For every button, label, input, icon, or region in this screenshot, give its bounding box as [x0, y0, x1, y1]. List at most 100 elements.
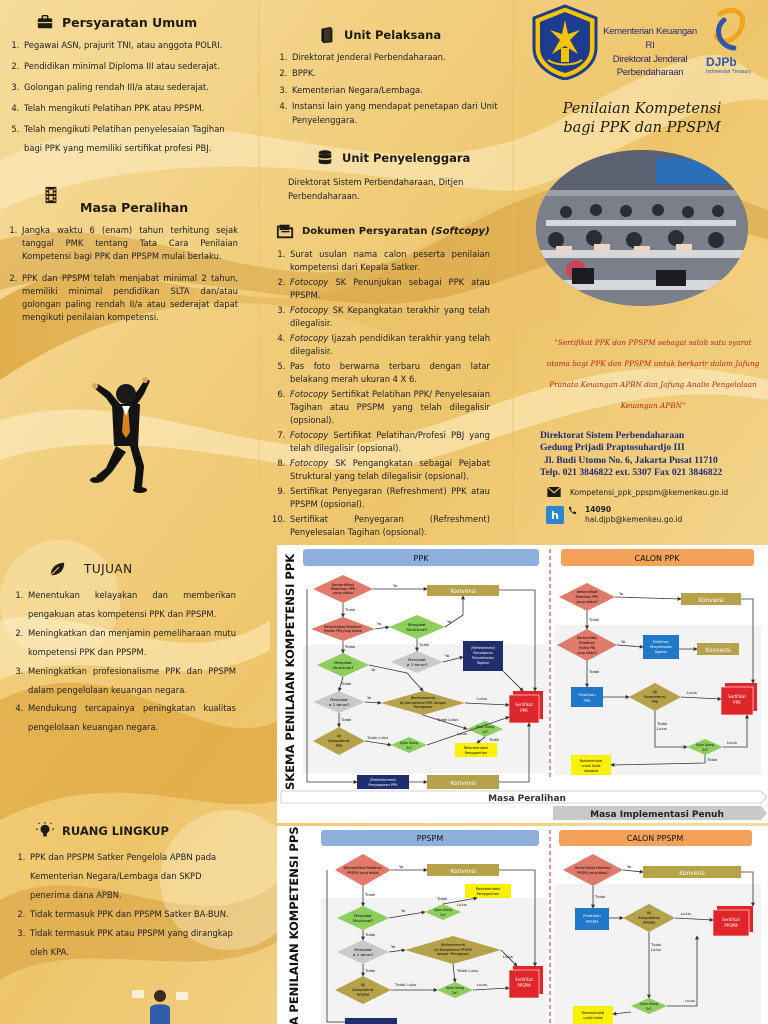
decision-two-years-a: Menjabat ≥ 2 tahun?: [391, 651, 443, 673]
list-item: Kementerian Negara/Lembaga.: [290, 83, 504, 97]
list-item-text: SK Pengangkatan sebagai Pejabat Struktur…: [290, 458, 490, 482]
phone-contact: h 14090 hai.djpb@kemenkeu.go.id: [546, 505, 682, 525]
envelope-icon: [546, 484, 562, 500]
svg-text:diangkat: diangkat: [584, 769, 599, 773]
list-item: Fotocopy SK Kepangkatan terakhir yang te…: [288, 304, 490, 330]
svg-text:(Refreshment): (Refreshment): [471, 646, 495, 650]
list-item-emphasis: Fotocopy: [290, 458, 329, 469]
ppk-header: [303, 549, 539, 566]
decision-certified-pbj: Bersertifikat Pelatihan Profesi PBJ yang…: [311, 617, 375, 641]
calon-ppk-header-label: CALON PPK: [635, 554, 681, 563]
calon-recommendation-box: Rekomendasi untuk tidak diangkat: [571, 755, 611, 775]
phone-number[interactable]: 14090: [585, 505, 612, 514]
calon-certificate-ppk-box: Sertifikat PPK: [720, 683, 757, 716]
list-item: Pas foto berwarna terbaru dengan latar b…: [288, 360, 490, 386]
svg-text:Kompetensi: Kompetensi: [352, 988, 373, 992]
svg-text:Tidak: Tidak: [364, 892, 376, 897]
svg-text:PPSPM: PPSPM: [517, 983, 531, 988]
refreshment-box-partial: [345, 1018, 397, 1024]
svg-text:Rekomendasi: Rekomendasi: [464, 746, 488, 750]
svg-text:Tagihan: Tagihan: [476, 661, 490, 665]
kemenkeu-logo: [528, 4, 602, 81]
calon-decision-certified-ppk: Bersertifikat Pelatihan PPK yang diakui?: [559, 583, 615, 611]
section-heading-masa-peralihan: [42, 186, 60, 204]
svg-text:Penugasan: Penugasan: [414, 705, 433, 709]
svg-text:Masa Implementasi Penuh: Masa Implementasi Penuh: [590, 810, 724, 820]
svg-text:Konversi: Konversi: [450, 868, 476, 875]
svg-text:2x?: 2x?: [482, 730, 488, 734]
svg-text:Menjabat: Menjabat: [330, 697, 348, 702]
svg-text:Tidak: Tidak: [706, 757, 718, 762]
list-item-emphasis: Fotocopy: [290, 333, 329, 344]
column-units: Unit Pelaksana Direktorat Jenderal Perbe…: [268, 0, 503, 540]
svg-text:Bersertifikat Pelatihan: Bersertifikat Pelatihan: [344, 866, 382, 870]
svg-text:Bersertifikat: Bersertifikat: [577, 636, 597, 640]
svg-text:Uji: Uji: [653, 690, 658, 694]
svg-text:dengan Penugasan: dengan Penugasan: [437, 952, 469, 956]
list-item: Fotocopy Sertifikat Pelatihan/Profesi PB…: [288, 429, 490, 455]
svg-text:PPK: PPK: [583, 698, 591, 703]
organizer-unit-text: Direktorat Sistem Perbendaharaan, Ditjen…: [288, 177, 464, 201]
svg-text:Menjabat: Menjabat: [354, 947, 372, 952]
section-heading-tujuan: TUJUAN: [48, 560, 133, 578]
calon-training-tagihan-box: Pelatihan Penyelesaian Tagihan: [643, 635, 679, 659]
svg-text:Ya: Ya: [401, 908, 405, 913]
list-item-emphasis: Fotocopy: [290, 277, 329, 288]
transition-period-list: Jangka waktu 6 (enam) tahun terhitung se…: [2, 224, 238, 329]
svg-text:Uji Kompetensi PPSPM: Uji Kompetensi PPSPM: [434, 948, 472, 952]
lightbulb-icon: [36, 822, 54, 840]
svg-text:Ya: Ya: [391, 944, 395, 949]
phone-icon: [568, 506, 577, 515]
section-heading-ruang-lingkup: RUANG LINGKUP: [36, 822, 169, 840]
decision-refreshment-assessment: (Refreshment) Uji Kompetensi PPK dengan …: [381, 691, 465, 715]
brochure-title: Penilaian Kompetensi bagi PPK dan PPSPM: [542, 100, 742, 138]
svg-text:Profesi PBJ: Profesi PBJ: [579, 646, 596, 650]
svg-text:Tidak: Tidak: [488, 737, 500, 742]
svg-text:Bersertifikat Pelatihan: Bersertifikat Pelatihan: [324, 625, 362, 629]
svg-text:Konversi: Konversi: [705, 647, 731, 654]
svg-text:Rekomendasi: Rekomendasi: [476, 887, 500, 891]
list-item: Tidak termasuk PPK atau PPSPM yang diran…: [28, 924, 236, 962]
ppk-assessment-scheme-diagram: SKEMA PENILAIAN KOMPETENSI PPK PPK CALON…: [277, 545, 768, 823]
decision-structural-a: Menjabat Struktural?: [389, 615, 445, 639]
list-item: Pendidikan minimal Diploma III atau sede…: [22, 57, 240, 76]
address-line: Jl. Budi Utomo No. 6, Jakarta Pusat 1171…: [544, 454, 718, 466]
svg-text:yang diakui?: yang diakui?: [577, 651, 597, 655]
svg-text:Kompetensi: Kompetensi: [328, 739, 349, 743]
scope-list: PPK dan PPSPM Satker Pengelola APBN pada…: [10, 848, 236, 961]
svg-text:PPK: PPK: [336, 744, 343, 748]
calon-conversion-box-mid: Konversi: [697, 643, 739, 655]
general-requirements-list: Pegawai ASN, prajurit TNI, atau anggota …: [4, 36, 240, 159]
title-line: bagi PPK dan PPSPM: [563, 119, 721, 136]
svg-text:Menjabat: Menjabat: [408, 622, 426, 627]
list-item-text: Sertifikat Pelatihan PPK/ Penyelesaian T…: [290, 389, 490, 426]
timeline-masa-peralihan: Masa Peralihan: [280, 790, 768, 804]
svg-text:Tidak: Tidak: [418, 642, 430, 647]
recommendation-replacement-box: Rekomendasi Penggantian: [465, 884, 511, 898]
svg-text:Tidak Lulus: Tidak Lulus: [436, 717, 458, 722]
svg-text:Profesi PBJ yang diakui: Profesi PBJ yang diakui: [324, 629, 363, 633]
jumping-businessman-illustration: [82, 372, 162, 497]
column-goals-scope: TUJUAN Menentukan kelayakan dan memberik…: [0, 540, 250, 1024]
svg-text:Lulus: Lulus: [477, 696, 487, 701]
helpdesk-email[interactable]: hai.djpb@kemenkeu.go.id: [585, 514, 683, 524]
svg-text:Penggantian: Penggantian: [477, 892, 499, 896]
email-address[interactable]: Kompetensi_ppk_ppspm@kemenkeu.go.id: [570, 487, 729, 497]
executing-unit-list: Direktorat Jenderal Perbendaharaan. BPPK…: [272, 50, 504, 129]
svg-text:(Refreshment): (Refreshment): [411, 696, 436, 700]
svg-text:yang diakui?: yang diakui?: [576, 600, 598, 604]
goals-list: Menentukan kelayakan dan memberikan peng…: [8, 586, 236, 737]
list-item: Pegawai ASN, prajurit TNI, atau anggota …: [22, 36, 240, 55]
svg-text:Tidak Lulus: Tidak Lulus: [456, 968, 478, 973]
decision-refreshment-assessment: (Refreshment) Uji Kompetensi PPSPM denga…: [405, 936, 501, 964]
list-item-emphasis: Fotocopy: [290, 430, 329, 441]
list-item: Telah mengikuti Pelatihan penyelesaian T…: [22, 120, 240, 158]
list-item-text: Ijazah pendidikan terakhir yang telah di…: [290, 333, 490, 357]
svg-text:Tidak: Tidak: [364, 932, 376, 937]
calon-recommendation-box: Rekomendasi untuk tidak: [573, 1006, 613, 1024]
decision-certified-ppspm: Bersertifikat Pelatihan PPSPM yang diaku…: [335, 854, 391, 886]
certificate-ppspm-box: Sertifikat PPSPM: [508, 966, 543, 999]
svg-text:Bersertifikat: Bersertifikat: [577, 590, 598, 594]
list-item-text: Sertifikat Pelatihan/Profesi PBJ yang te…: [290, 430, 490, 454]
quote-text: "Sertifikat PPK dan PPSPM sebagai salah …: [546, 338, 760, 411]
